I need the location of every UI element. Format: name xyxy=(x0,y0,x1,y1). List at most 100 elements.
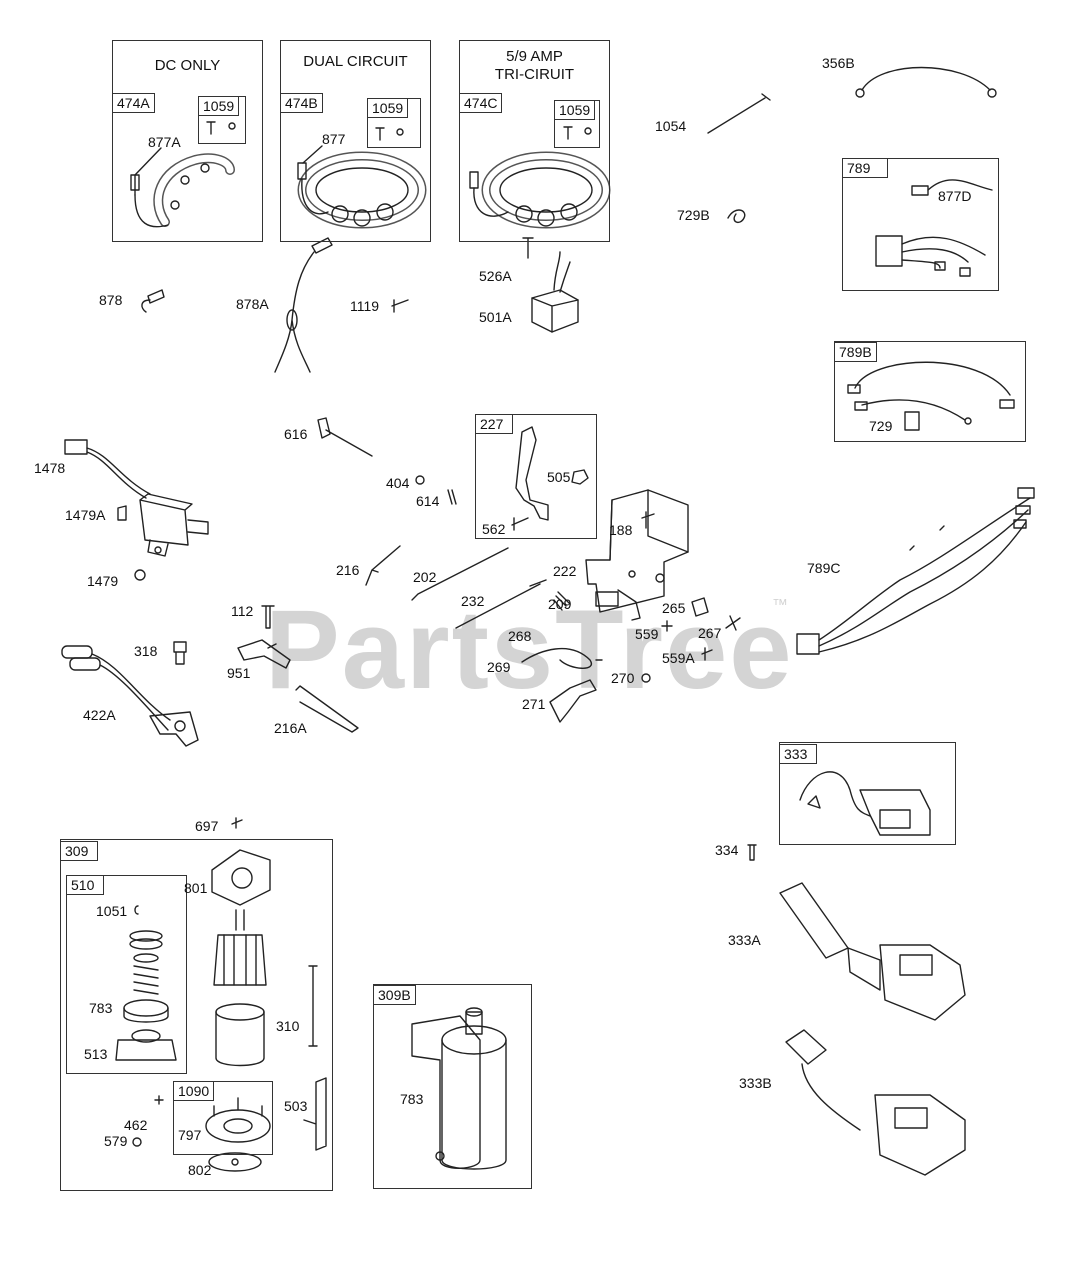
rod-216-drawing xyxy=(365,545,401,586)
part-513[interactable]: 513 xyxy=(84,1046,108,1062)
tag-510: 510 xyxy=(66,875,104,895)
header-amp: 5/9 AMP xyxy=(506,48,563,65)
part-877d[interactable]: 877D xyxy=(938,188,972,204)
part-579[interactable]: 579 xyxy=(104,1133,128,1149)
part-216a[interactable]: 216A xyxy=(274,720,307,736)
part-877a[interactable]: 877A xyxy=(148,134,181,150)
part-614[interactable]: 614 xyxy=(416,493,440,509)
part-878[interactable]: 878 xyxy=(99,292,123,308)
part-112[interactable]: 112 xyxy=(231,603,254,619)
coil-333a-drawing xyxy=(779,882,966,1021)
part-877[interactable]: 877 xyxy=(322,131,346,147)
part-526a[interactable]: 526A xyxy=(479,268,512,284)
part-216[interactable]: 216 xyxy=(336,562,360,578)
stator-474a-drawing xyxy=(130,147,235,228)
hardware-1059-drawings xyxy=(206,121,592,141)
tag-474b: 474B xyxy=(280,93,323,113)
part-1119[interactable]: 1119 xyxy=(350,298,380,314)
part-616[interactable]: 616 xyxy=(284,426,308,442)
part-1051[interactable]: 1051 xyxy=(96,903,128,919)
part-783-starter[interactable]: 783 xyxy=(400,1091,424,1107)
kit-box-227 xyxy=(475,414,597,539)
part-503[interactable]: 503 xyxy=(284,1098,308,1114)
part-801[interactable]: 801 xyxy=(184,880,208,896)
part-422a[interactable]: 422A xyxy=(83,707,116,723)
stator-474b-drawing xyxy=(297,145,427,229)
part-271[interactable]: 271 xyxy=(522,696,546,712)
bracket-222-drawing xyxy=(585,489,689,621)
part-209[interactable]: 209 xyxy=(548,596,572,612)
kit-box-474b xyxy=(280,40,431,242)
screw-1119-drawing xyxy=(391,299,409,313)
part-697[interactable]: 697 xyxy=(195,818,219,834)
bolt-112-drawing xyxy=(261,605,275,629)
part-559[interactable]: 559 xyxy=(635,626,659,642)
part-562[interactable]: 562 xyxy=(482,521,506,537)
kit-box-474c xyxy=(459,40,610,242)
part-797[interactable]: 797 xyxy=(178,1127,202,1143)
part-729b[interactable]: 729B xyxy=(677,207,710,223)
part-789c[interactable]: 789C xyxy=(807,560,841,576)
part-462[interactable]: 462 xyxy=(124,1117,148,1133)
part-1479[interactable]: 1479 xyxy=(87,573,119,589)
stator-474c-drawing xyxy=(469,151,611,229)
solenoid-1478-drawing xyxy=(64,439,209,557)
part-318[interactable]: 318 xyxy=(134,643,158,659)
part-404[interactable]: 404 xyxy=(386,475,410,491)
watermark-trademark: ™ xyxy=(772,597,788,614)
kit-box-309b xyxy=(373,984,532,1189)
part-310[interactable]: 310 xyxy=(276,1018,300,1034)
part-334[interactable]: 334 xyxy=(715,842,739,858)
part-267[interactable]: 267 xyxy=(698,625,722,641)
part-269[interactable]: 269 xyxy=(487,659,511,675)
screw-559a-drawing xyxy=(701,647,713,661)
kit-box-333 xyxy=(779,742,956,845)
pin-614-drawing xyxy=(447,489,457,505)
part-802[interactable]: 802 xyxy=(188,1162,212,1178)
screw-1479-drawing xyxy=(134,569,146,581)
part-501a[interactable]: 501A xyxy=(479,309,512,325)
header-tri-circuit: TRI-CIRUIT xyxy=(494,66,575,83)
part-878a[interactable]: 878A xyxy=(236,296,269,312)
watermark-brand: PartsTree xyxy=(265,587,794,712)
screw-697-drawing xyxy=(231,817,243,829)
part-202[interactable]: 202 xyxy=(413,569,437,585)
harness-789-drawing xyxy=(875,179,993,277)
coil-333b-drawing xyxy=(785,1029,966,1176)
link-951-drawing xyxy=(237,639,291,669)
part-559a[interactable]: 559A xyxy=(662,650,695,666)
part-265[interactable]: 265 xyxy=(662,600,686,616)
regulator-501a-drawing xyxy=(531,251,579,333)
tag-474c: 474C xyxy=(459,93,503,113)
part-268[interactable]: 268 xyxy=(508,628,532,644)
starter-309b-drawing xyxy=(411,1007,507,1170)
part-188[interactable]: 188 xyxy=(609,522,633,538)
part-1478[interactable]: 1478 xyxy=(34,460,66,476)
part-783-drive[interactable]: 783 xyxy=(89,1000,113,1016)
part-356b[interactable]: 356B xyxy=(822,55,855,71)
kit-box-510 xyxy=(66,875,187,1074)
harness-789c-drawing xyxy=(796,487,1035,655)
starter-309-drawings xyxy=(132,849,327,1172)
part-333a[interactable]: 333A xyxy=(728,932,761,948)
tag-474a: 474A xyxy=(112,93,155,113)
tag-1059c: 1059 xyxy=(554,100,596,120)
header-dual-circuit: DUAL CIRCUIT xyxy=(303,53,408,70)
part-1479a[interactable]: 1479A xyxy=(65,507,106,523)
harness-789b-drawing xyxy=(847,361,1015,431)
part-333b[interactable]: 333B xyxy=(739,1075,772,1091)
wire-878a-drawing xyxy=(274,237,333,373)
part-729[interactable]: 729 xyxy=(869,418,893,434)
part-270[interactable]: 270 xyxy=(611,670,635,686)
part-222[interactable]: 222 xyxy=(553,563,577,579)
part-232[interactable]: 232 xyxy=(461,593,485,609)
connector-878-drawing xyxy=(141,289,165,313)
clip-729b-drawing xyxy=(727,209,746,224)
part-951[interactable]: 951 xyxy=(227,665,251,681)
screw-267-drawing xyxy=(725,615,741,631)
part-1054[interactable]: 1054 xyxy=(655,118,687,134)
nut-270-drawing xyxy=(641,673,651,683)
part-505[interactable]: 505 xyxy=(547,469,571,485)
